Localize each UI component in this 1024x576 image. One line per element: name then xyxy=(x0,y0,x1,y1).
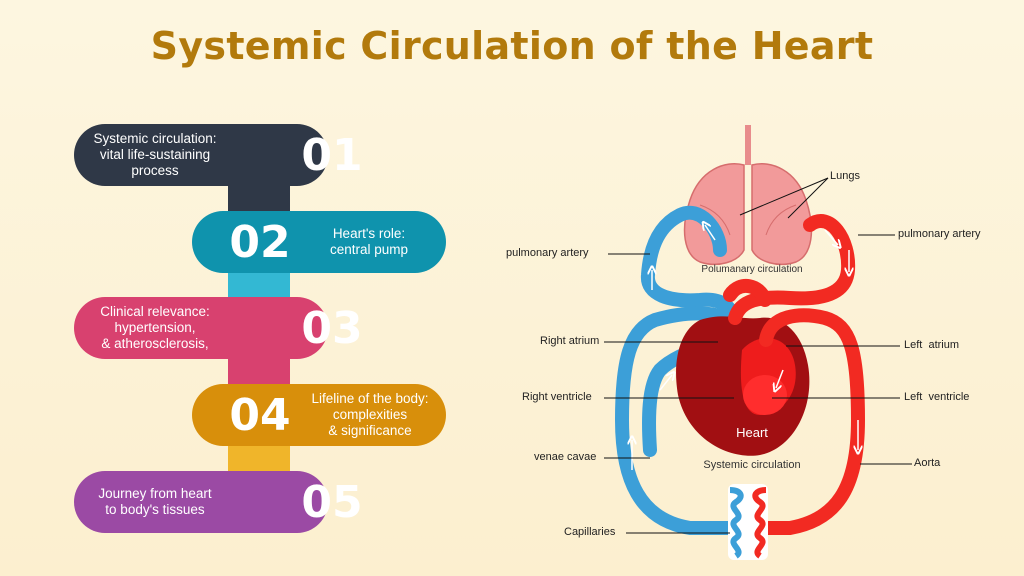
step-1-text: Systemic circulation:vital life-sustaini… xyxy=(93,131,217,178)
step-4-text: Lifeline of the body:complexities& signi… xyxy=(311,391,429,438)
systemic-circulation-label: Systemic circulation xyxy=(703,459,800,471)
step-3-number: 03 xyxy=(301,302,363,354)
label-venae-cavae: venae cavae xyxy=(534,451,597,463)
step-2-text: Heart's role:central pump xyxy=(329,226,409,257)
step-2: 02 Heart's role:central pump xyxy=(192,211,446,273)
label-lungs: Lungs xyxy=(830,170,860,182)
oxygenated-flow-arrows xyxy=(776,229,858,450)
step-4-number: 04 xyxy=(229,389,291,441)
step-2-number: 02 xyxy=(229,216,291,268)
step-1: Systemic circulation:vital life-sustaini… xyxy=(74,124,363,186)
lungs-icon xyxy=(683,125,813,266)
label-pulmonary-artery-left: pulmonary artery xyxy=(898,228,981,240)
pulmonary-circulation-label: Polumanary circulation xyxy=(701,264,802,275)
label-left-ventricle: Left ventricle xyxy=(904,391,970,403)
step-4: 04 Lifeline of the body:complexities& si… xyxy=(192,384,446,446)
step-3: Clinical relevance:hypertension,& athero… xyxy=(74,297,363,359)
label-left-atrium: Left atrium xyxy=(904,339,960,351)
step-3-text: Clinical relevance:hypertension,& athero… xyxy=(100,304,210,351)
page-title: Systemic Circulation of the Heart xyxy=(150,24,874,68)
capillaries-icon xyxy=(728,484,768,560)
steps-infographic: Systemic circulation:vital life-sustaini… xyxy=(0,0,480,576)
step-5-number: 05 xyxy=(301,476,363,528)
label-right-ventricle: Right ventricle xyxy=(522,391,592,403)
heart-label: Heart xyxy=(736,425,768,440)
leader-lines xyxy=(604,177,912,534)
label-aorta: Aorta xyxy=(914,457,941,469)
label-right-atrium: Right atrium xyxy=(540,335,600,347)
step-1-number: 01 xyxy=(301,129,363,181)
label-capillaries: Capillaries xyxy=(564,526,616,538)
oxygenated-vessels xyxy=(723,214,865,535)
label-pulmonary-artery-right: pulmonary artery xyxy=(506,247,589,259)
deoxygenated-flow-arrows xyxy=(632,225,716,470)
